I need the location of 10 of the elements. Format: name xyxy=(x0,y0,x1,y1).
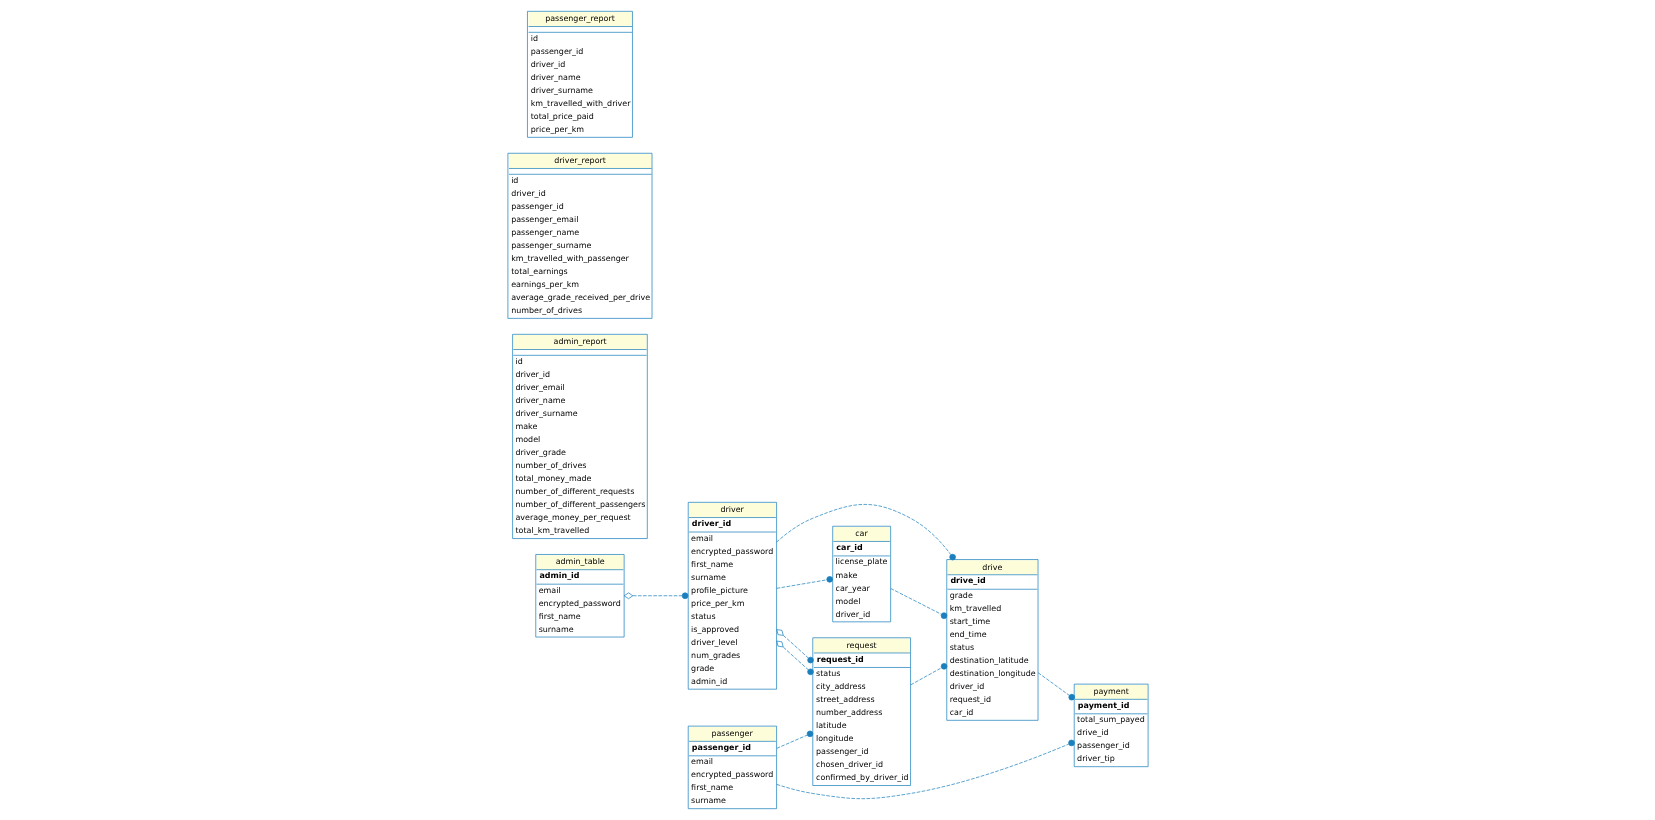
connector xyxy=(909,663,947,686)
connector xyxy=(775,629,814,664)
connector xyxy=(775,640,814,676)
connector xyxy=(775,504,956,561)
connector xyxy=(1037,672,1075,701)
connector xyxy=(889,588,947,619)
connector xyxy=(775,576,833,589)
connector xyxy=(775,739,1075,800)
connector xyxy=(775,730,813,749)
connector xyxy=(623,592,688,599)
